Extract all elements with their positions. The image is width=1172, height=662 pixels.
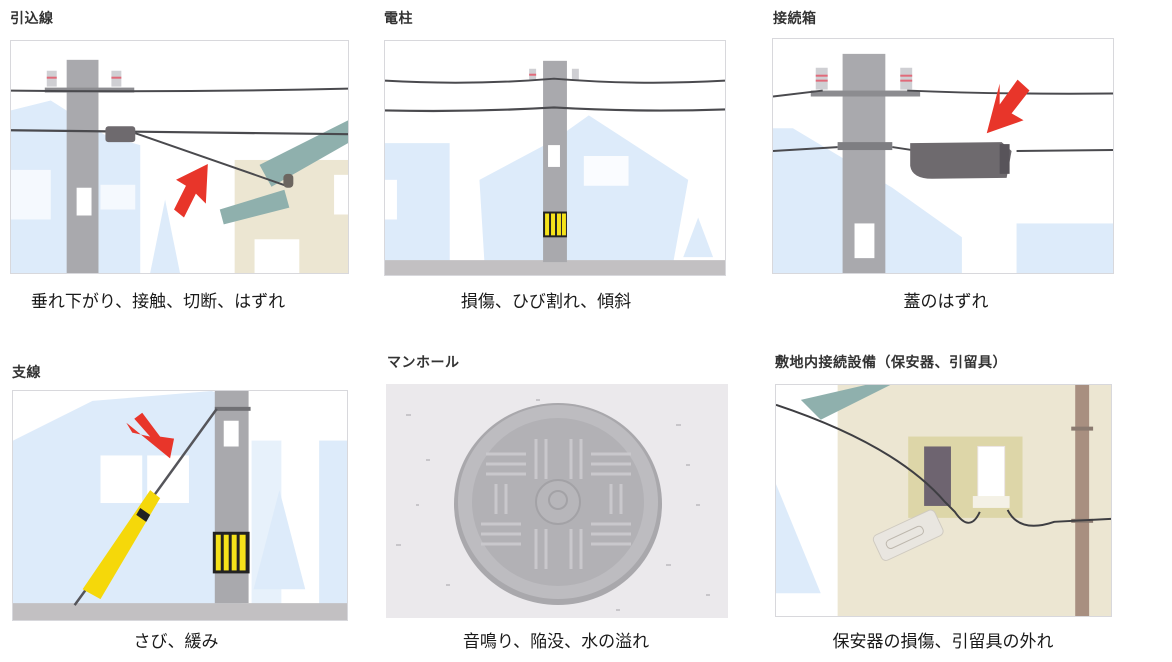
guy-wire-illustration <box>12 390 348 621</box>
premises-equipment-illustration <box>775 384 1112 617</box>
panel-caption: 音鳴り、陥没、水の溢れ <box>462 632 650 652</box>
manhole-illustration <box>386 384 728 618</box>
panel-title: 接続箱 <box>773 11 817 27</box>
clamp-icon <box>872 509 944 561</box>
arrow-icon <box>174 163 208 218</box>
panel-caption: さび、緩み <box>133 632 219 652</box>
pipe-icon <box>1075 385 1090 616</box>
manhole-cover-icon <box>454 403 662 605</box>
arrow-icon <box>126 412 175 459</box>
panel-title: 引込線 <box>10 11 54 27</box>
panel-caption: 蓋のはずれ <box>903 292 989 312</box>
panel-caption: 垂れ下がり、接触、切断、はずれ <box>30 292 286 312</box>
panel-caption: 損傷、ひび割れ、傾斜 <box>460 292 632 312</box>
marker-plate-icon <box>212 531 250 574</box>
utility-pole-illustration <box>384 40 726 276</box>
protector-icon <box>972 445 1010 508</box>
arrow-icon <box>986 79 1030 134</box>
insulator-icon <box>46 70 122 87</box>
junction-box-icon <box>910 142 1012 179</box>
panel-title: 電柱 <box>384 11 413 27</box>
drop-wire-illustration <box>10 40 349 274</box>
panel-caption: 保安器の損傷、引留具の外れ <box>832 632 1054 652</box>
junction-box-illustration <box>772 38 1114 274</box>
pole-icon <box>66 59 99 273</box>
panel-title: マンホール <box>387 355 460 371</box>
marker-plate-icon <box>543 211 567 238</box>
panel-title: 敷地内接続設備（保安器、引留具） <box>775 355 1007 371</box>
panel-title: 支線 <box>12 365 41 381</box>
guy-guard-icon <box>82 490 161 600</box>
